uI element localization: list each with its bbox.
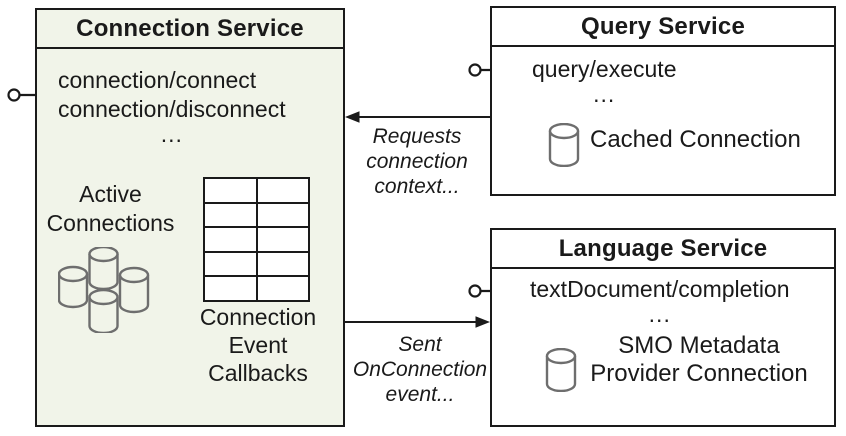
active-connections-line1: Active	[79, 181, 142, 207]
sent-onconnection-event-label: Sent OnConnection event...	[350, 332, 490, 407]
table-cell	[205, 228, 256, 251]
connection-service-title: Connection Service	[37, 10, 343, 49]
table-cell	[205, 277, 256, 300]
language-service-methods: textDocument/completion ...	[530, 275, 790, 327]
table-cell	[257, 277, 308, 300]
table-cell	[257, 252, 308, 276]
method-connection-disconnect: connection/disconnect	[58, 96, 286, 122]
connection-service-box: Connection Service connection/connect co…	[35, 8, 345, 427]
smo-metadata-line2: Provider Connection	[590, 360, 808, 387]
query-service-methods: query/execute ...	[532, 55, 677, 107]
query-service-box: Query Service query/execute ... Cached C…	[490, 6, 836, 196]
requests-connection-context-label: Requests connection context...	[347, 124, 487, 199]
method-connection-connect: connection/connect	[58, 67, 257, 93]
database-icon	[548, 123, 580, 167]
connection-event-callbacks-label: Connection Event Callbacks	[193, 303, 323, 387]
sent-line1: Sent	[398, 333, 442, 356]
table-cell	[205, 252, 256, 276]
requests-connection-arrow	[345, 111, 490, 123]
requests-line3: context...	[374, 175, 460, 198]
language-service-title: Language Service	[492, 230, 834, 269]
callbacks-line1: Connection	[199, 304, 317, 330]
sent-line2: OnConnection	[352, 358, 488, 381]
database-cluster-icon	[58, 247, 150, 333]
table-cell	[205, 179, 256, 202]
cached-connection-label: Cached Connection	[590, 126, 801, 153]
callbacks-line2: Event	[228, 332, 288, 358]
method-textdocument-completion: textDocument/completion	[530, 276, 790, 302]
table-cell	[257, 179, 308, 202]
smo-metadata-line1: SMO Metadata	[618, 332, 780, 359]
methods-ellipsis: ...	[160, 121, 183, 147]
sent-line3: event...	[385, 383, 455, 406]
methods-ellipsis: ...	[648, 301, 671, 327]
language-service-box: Language Service textDocument/completion…	[490, 228, 836, 427]
database-icon	[545, 348, 577, 392]
requests-line1: Requests	[372, 125, 462, 148]
query-service-title: Query Service	[492, 8, 834, 47]
sent-onconnection-arrow	[345, 316, 490, 328]
table-grid-icon	[203, 177, 310, 302]
table-cell	[257, 228, 308, 251]
active-connections-label: Active Connections	[43, 180, 178, 238]
smo-metadata-provider-label: SMO Metadata Provider Connection	[559, 332, 839, 388]
methods-ellipsis: ...	[593, 81, 616, 107]
database-cylinder-left	[58, 265, 89, 309]
connection-service-methods: connection/connect connection/disconnect…	[58, 66, 286, 147]
method-query-execute: query/execute	[532, 56, 677, 82]
requests-line2: connection	[366, 150, 468, 173]
callbacks-line3: Callbacks	[208, 360, 308, 386]
database-cylinder-right	[118, 266, 150, 314]
table-cell	[257, 203, 308, 227]
table-cell	[205, 203, 256, 227]
database-cylinder-bottom	[88, 288, 119, 333]
active-connections-line2: Connections	[46, 210, 175, 236]
database-cylinder-top	[88, 247, 119, 291]
